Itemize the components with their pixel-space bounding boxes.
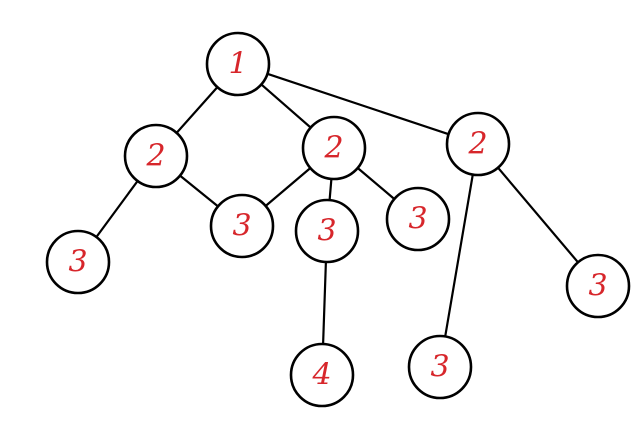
edge-n2b-n3d (356, 166, 396, 201)
edge-n2a-n3a (95, 179, 139, 239)
node-label: 3 (408, 202, 427, 237)
edge-n2c-n3f (444, 173, 474, 338)
nodes-layer: 1 2 2 2 3 3 3 3 3 3 4 (45, 31, 631, 408)
node-circle (445, 111, 511, 177)
edge-n2a-n3b (178, 174, 220, 208)
tree-node: 3 (209, 193, 275, 259)
edge-n2c-n3e (496, 166, 580, 264)
tree-node: 2 (445, 111, 511, 177)
tree-node: 3 (385, 186, 451, 252)
edge-n3c-n4 (322, 260, 327, 346)
node-circle (123, 123, 189, 189)
edges-layer (95, 72, 580, 346)
node-circle (289, 342, 355, 408)
node-circle (209, 193, 275, 259)
edge-n2b-n3c (328, 177, 333, 202)
edge-n2b-n3b (264, 166, 312, 208)
node-label: 3 (588, 269, 607, 304)
tree-node: 2 (123, 123, 189, 189)
node-label: 3 (232, 209, 251, 244)
node-label: 2 (145, 139, 165, 174)
tree-node: 4 (289, 342, 355, 408)
node-label: 1 (228, 47, 247, 82)
node-circle (45, 229, 111, 295)
tree-node: 3 (407, 334, 473, 400)
node-label: 3 (68, 245, 87, 280)
tree-node: 2 (301, 115, 367, 181)
node-circle (205, 31, 271, 97)
node-circle (294, 198, 360, 264)
node-label: 2 (467, 127, 487, 162)
node-label: 3 (430, 350, 449, 385)
tree-node: 3 (45, 229, 111, 295)
node-circle (301, 115, 367, 181)
node-label: 4 (311, 358, 331, 393)
node-label: 3 (317, 214, 336, 249)
node-circle (565, 253, 631, 319)
tree-node: 1 (205, 31, 271, 97)
node-circle (407, 334, 473, 400)
tree-node: 3 (294, 198, 360, 264)
node-label: 2 (323, 131, 343, 166)
edge-n1-n2c (266, 72, 450, 136)
edge-n1-n2a (175, 85, 219, 134)
tree-node: 3 (565, 253, 631, 319)
node-circle (385, 186, 451, 252)
edge-n1-n2b (260, 83, 312, 129)
